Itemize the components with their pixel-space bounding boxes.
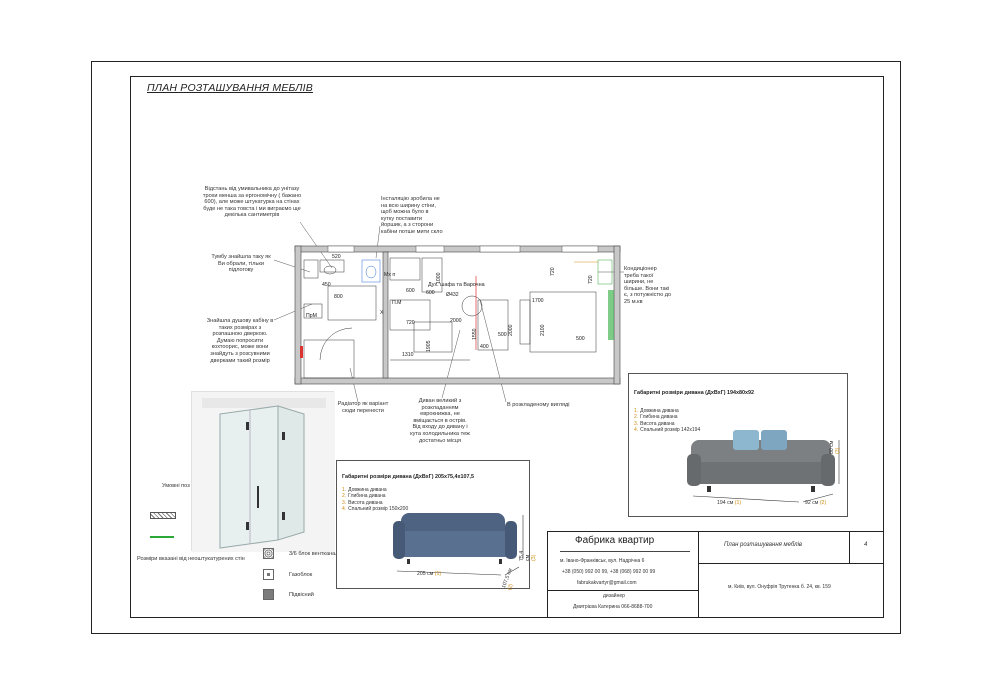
title-block	[547, 531, 884, 618]
dim-2000a: 2000	[450, 318, 462, 324]
title-block-hline-right	[698, 563, 884, 564]
designer-role: дизайнер	[603, 593, 625, 599]
company-phones: +38 (050) 992 00 99, +38 (068) 992 00 99	[562, 569, 656, 575]
outer-frame	[91, 61, 901, 634]
dim-720a: 720	[406, 320, 415, 326]
sofa2-specs: 1.Довжина дивана 2.Глибина дивана 3.Висо…	[342, 487, 408, 513]
label-duct: Дух. шафа та Варочна	[428, 282, 485, 288]
legend-ceiling: Підвісний	[289, 592, 314, 598]
inner-frame	[130, 76, 884, 618]
sheet-title: ПЛАН РОЗТАШУВАННЯ МЕБЛІВ	[147, 82, 313, 94]
note-dims: Розміри вказані від неоштукатурених стін	[137, 556, 245, 562]
legend-gas-swatch	[263, 569, 274, 580]
dim-450: 450	[322, 282, 331, 288]
legend-wall-swatch	[150, 512, 176, 519]
sofa1-spec-2: 2.Глибина дивана	[634, 414, 678, 421]
company-underline	[560, 551, 690, 552]
note-cabinet: Тумбу знайшла таку як Ви обрали, тільки …	[211, 254, 271, 274]
dim-432: Ø432	[446, 292, 459, 298]
note-radiator: Радіатор як варіант сюди перенести	[337, 401, 389, 414]
sofa1-title: Габаритні розміри дивана (ДхВхГ) 194х80х…	[634, 390, 754, 396]
designer-name: Дмитрієва Катерина 066-8688-700	[573, 604, 653, 610]
dim-2100: 2100	[540, 324, 546, 336]
sofa2-spec-1: 1.Довжина дивана	[342, 487, 387, 493]
title-block-hline	[547, 590, 698, 591]
sofa2-image	[393, 513, 524, 576]
dim-800: 800	[334, 294, 343, 300]
dim-1905: 1905	[426, 340, 432, 352]
company-name: Фабрика квартир	[575, 535, 655, 546]
note-sink-toilet: Відстань від умивальника до унітазу трох…	[202, 186, 302, 219]
note-shower: Знайшла душову кабіну в таких розмірах з…	[206, 318, 274, 364]
dim-500a: 500	[498, 332, 507, 338]
dim-600a: 600	[406, 288, 415, 294]
legend-vent-swatch	[263, 548, 274, 559]
sofa1-length-label: 194 см (1)	[717, 500, 742, 506]
sofa1-card: Габаритні розміри дивана (ДхВхГ) 194х80х…	[628, 373, 848, 517]
title-block-divider	[698, 531, 699, 618]
dim-1000: 1000	[436, 272, 442, 284]
dim-720b: 720	[550, 267, 556, 276]
sofa1-spec-3: 3.Висота дивана	[634, 420, 675, 427]
dim-520: 520	[332, 254, 341, 260]
sofa1-specs: 1.Довжина дивана 2.Глибина дивана 3.Висо…	[634, 408, 700, 434]
legend-title: Умовні поз	[162, 483, 190, 489]
legend-green-swatch	[150, 536, 174, 538]
company-address: м. Івано-Франківськ, вул. Надрічна 6	[560, 558, 645, 564]
legend-ceiling-swatch	[263, 589, 274, 600]
note-installation: Інсталяцію зробила не на всю ширину стін…	[381, 196, 443, 235]
note-sofa-big: Диван великий з розкладанням еврокнижка,…	[410, 398, 470, 444]
legend-gas: Газоблок	[289, 572, 313, 578]
sofa1-height-label: 80 см (3)	[829, 440, 841, 454]
dim-400: 400	[480, 344, 489, 350]
label-hm: ПрМ	[306, 313, 317, 319]
floor-plan: 520 450 800 Мх п 600 600 Ø432 1700 720 2…	[273, 221, 624, 403]
sofa2-spec-4: 4.Спальний розмір 150х200	[342, 506, 409, 513]
label-pm: П.М	[392, 300, 402, 306]
sofa2-title: Габаритні розміри дивана (ДхВхГ) 205х75,…	[342, 474, 474, 480]
dim-1550: 1550	[472, 328, 478, 340]
sofa2-card: Габаритні розміри дивана (ДхВхГ) 205х75,…	[336, 460, 537, 591]
dim-500b: 500	[576, 336, 585, 342]
sofa2-height-label: 75,4 см (3)	[519, 550, 537, 561]
sofa1-depth-label: 92 см (2)	[805, 500, 827, 506]
note-conditioner: Кондиціонер треба такої ширини, не більш…	[624, 266, 672, 305]
sofa2-spec-2: 2.Глибина дивана	[342, 493, 386, 500]
object-address: м. Київ, вул. Онуфрія Трутенка б. 24, кв…	[728, 584, 831, 590]
label-x: Х	[380, 310, 384, 316]
sofa1-spec-1: 1.Довжина дивана	[634, 408, 679, 414]
shower-cabin-image	[191, 391, 335, 552]
label-mxn: Мх п	[384, 272, 395, 278]
radiator-mark	[300, 346, 303, 358]
sofa1-spec-4: 4.Спальний розмір 142х194	[634, 427, 701, 434]
legend-vent: 3/6 блок вентканалу	[289, 551, 342, 557]
title-block-vline-right	[849, 531, 850, 563]
dim-1310: 1310	[402, 352, 414, 358]
sofa2-length-label: 205 см (1)	[417, 571, 442, 577]
sheet-number: 4	[864, 542, 868, 548]
dim-720c: 720	[588, 275, 594, 284]
dim-2000b: 2000	[508, 324, 514, 336]
sofa1-image	[687, 430, 840, 503]
dim-1700: 1700	[532, 298, 544, 304]
sofa2-spec-3: 3.Висота дивана	[342, 499, 383, 506]
company-email: fabrukakvartyr@gmail.com	[577, 580, 637, 586]
dim-600b: 600	[426, 290, 435, 296]
note-unfolded: В розкладеному вигляді	[507, 402, 570, 408]
sheet-name: План розташування меблів	[724, 542, 803, 548]
